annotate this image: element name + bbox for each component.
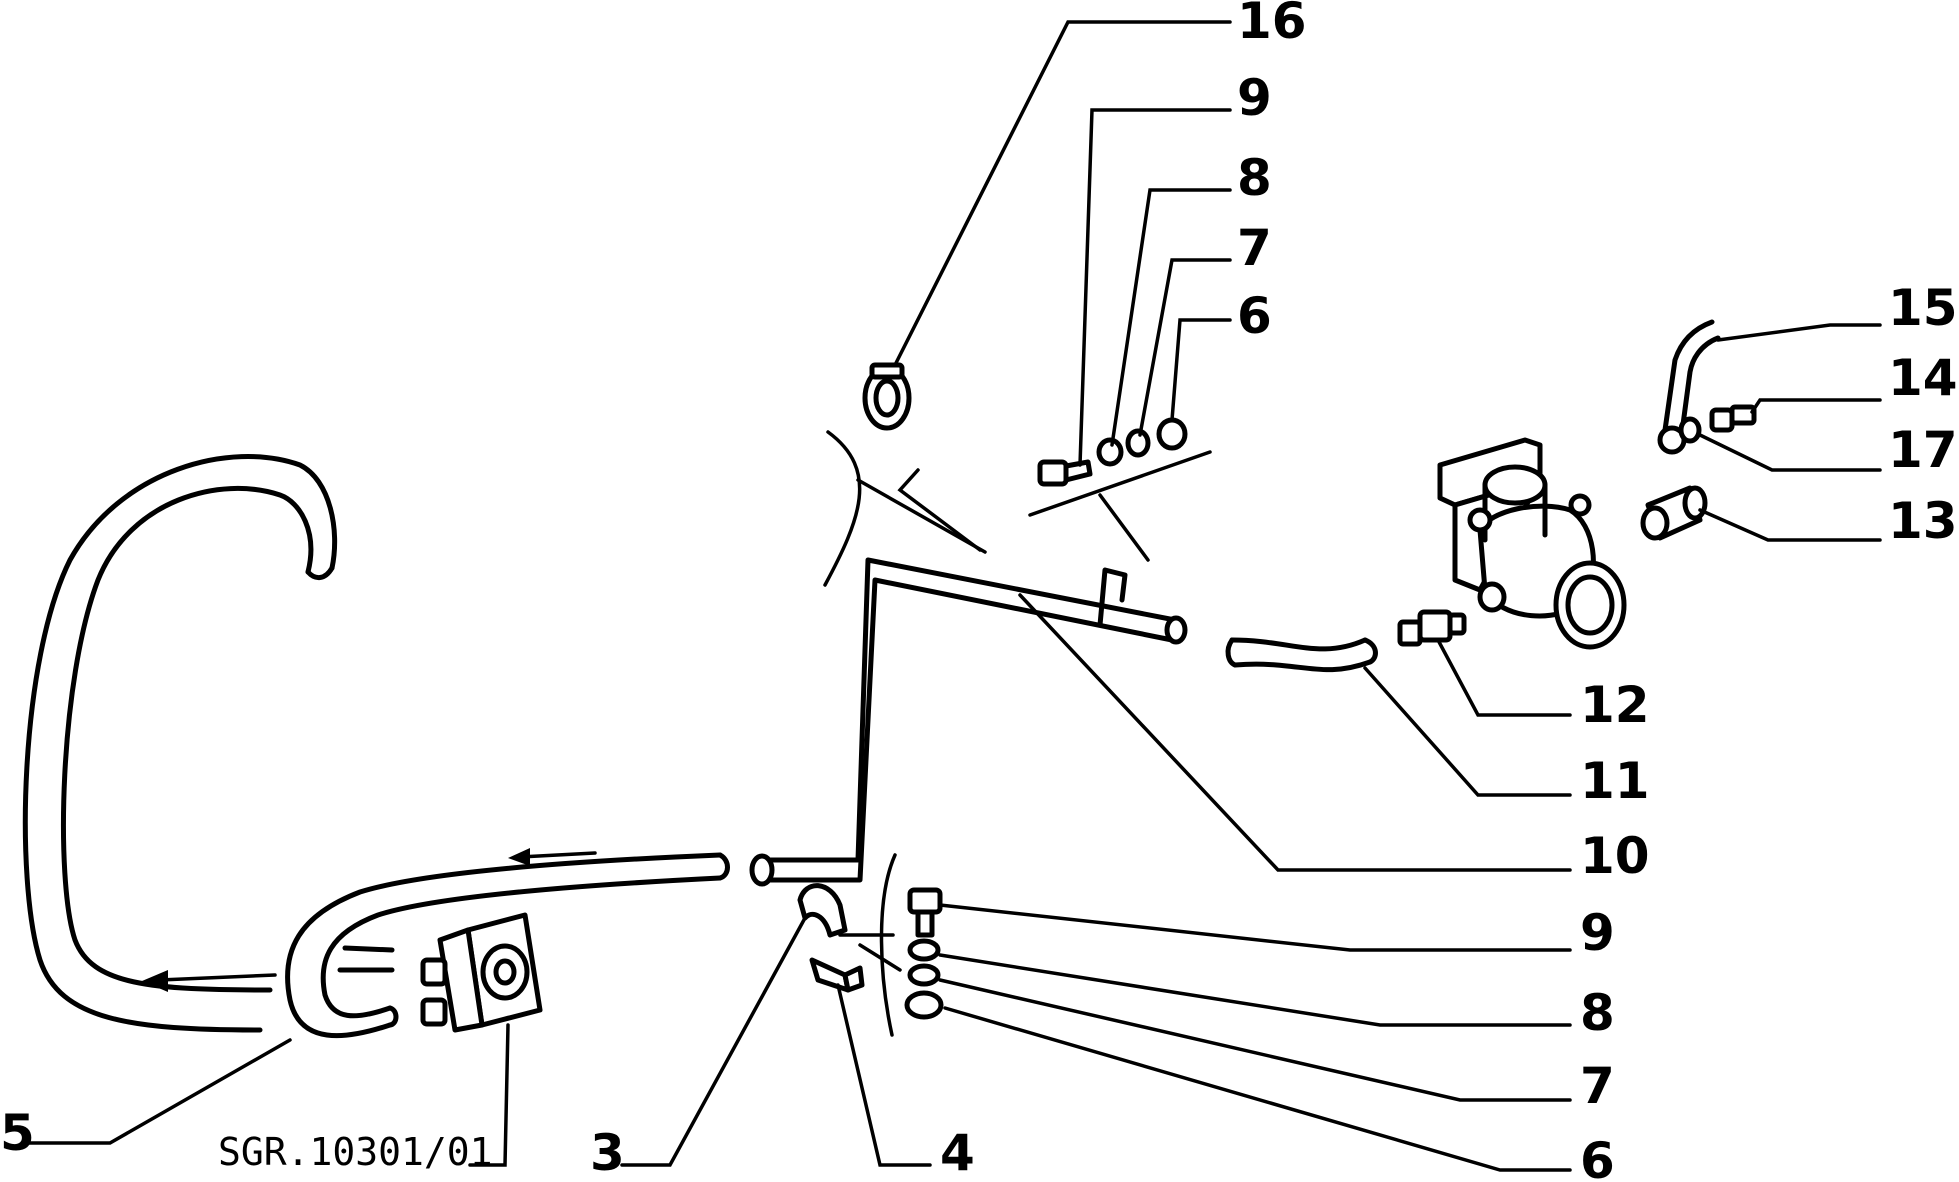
union-12 xyxy=(1397,609,1467,647)
hose-11 xyxy=(1225,637,1378,673)
leader-lines xyxy=(26,20,1882,1172)
callout-9-top: 9 xyxy=(1237,69,1272,127)
bracket-4 xyxy=(809,957,865,993)
callout-3: 3 xyxy=(590,1124,625,1182)
arrow-left-icon xyxy=(508,848,597,866)
arrow-left-icon xyxy=(142,970,277,992)
callout-13: 13 xyxy=(1888,492,1958,550)
hose-clamp-16 xyxy=(862,362,912,431)
fastener-group-top xyxy=(1037,417,1188,487)
callout-9-bottom: 9 xyxy=(1580,904,1615,962)
callout-7-top: 7 xyxy=(1237,219,1272,277)
assembly-brackets xyxy=(823,430,1212,1037)
callout-7-bottom: 7 xyxy=(1580,1057,1615,1115)
callout-16: 16 xyxy=(1237,0,1307,50)
callout-6-top: 6 xyxy=(1237,287,1272,345)
callout-5: 5 xyxy=(0,1104,35,1162)
callout-10: 10 xyxy=(1580,827,1650,885)
thermostat-housing xyxy=(1437,437,1627,650)
fastener-group-bottom xyxy=(904,887,944,1020)
callout-8-bottom: 8 xyxy=(1580,984,1615,1042)
callout-17: 17 xyxy=(1888,421,1958,479)
callout-8-top: 8 xyxy=(1237,149,1272,207)
drawing-reference: SGR.10301/01 xyxy=(218,1130,493,1174)
washer-17 xyxy=(1678,416,1702,444)
hose-5 xyxy=(22,454,730,1039)
pipe-10 xyxy=(749,557,1188,887)
callout-4: 4 xyxy=(940,1124,975,1182)
callout-15: 15 xyxy=(1888,279,1958,337)
banjo-bolt-14 xyxy=(1709,404,1757,433)
callout-14: 14 xyxy=(1888,349,1958,407)
fitting-13 xyxy=(1640,485,1708,541)
clip-3 xyxy=(797,883,848,938)
callout-12: 12 xyxy=(1580,676,1650,734)
callout-6-bottom: 6 xyxy=(1580,1132,1615,1182)
oil-cooler xyxy=(420,912,543,1033)
callout-11: 11 xyxy=(1580,752,1650,810)
